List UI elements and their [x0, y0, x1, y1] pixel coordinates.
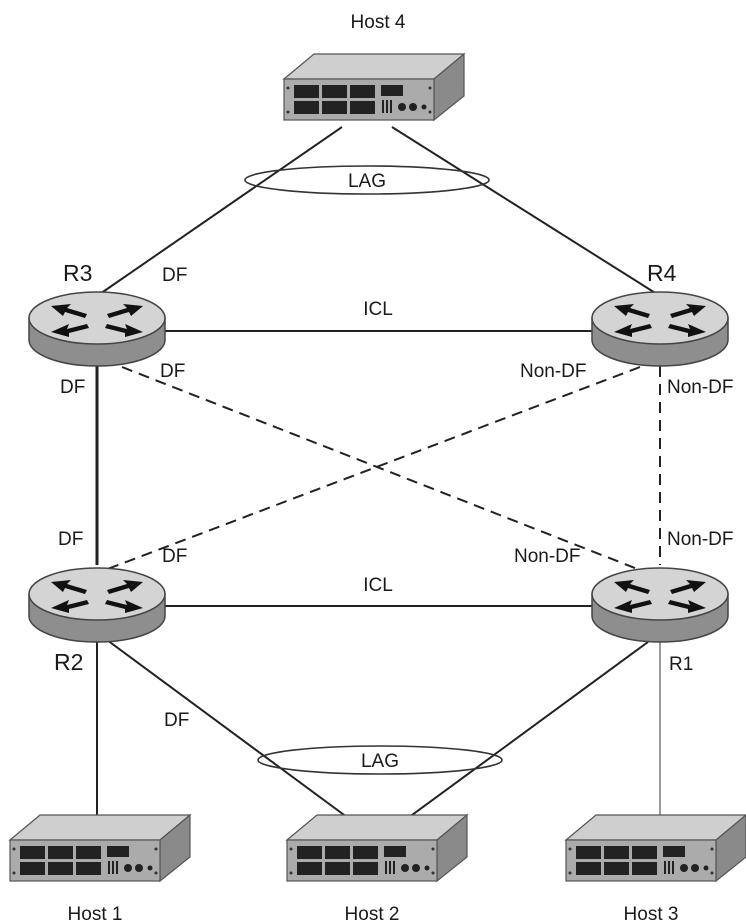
icl-label-top: ICL — [363, 299, 393, 320]
host2-icon — [286, 814, 468, 882]
lag-label-bottom: LAG — [361, 751, 399, 772]
role-r3-diag: DF — [160, 361, 185, 382]
host1-label: Host 1 — [68, 904, 123, 924]
host3-label: Host 3 — [624, 904, 679, 924]
role-r1-up: Non-DF — [667, 529, 734, 550]
role-r3-left: DF — [60, 377, 85, 398]
router-r4-label: R4 — [647, 260, 677, 286]
link-host4-r4 — [391, 126, 661, 297]
link-r1-host2 — [377, 641, 649, 841]
router-r2-icon — [28, 567, 166, 643]
link-r2-host2 — [106, 639, 379, 841]
router-r1-icon — [591, 567, 729, 643]
router-r3-label: R3 — [63, 260, 92, 286]
link-r4-r2-dashed — [104, 366, 641, 571]
link-r3-r1-dashed — [121, 366, 641, 571]
role-r2-host2: DF — [164, 710, 189, 731]
role-r2-up: DF — [58, 529, 83, 550]
router-r1-label: R1 — [669, 654, 693, 675]
lag-label-top: LAG — [348, 171, 386, 192]
host4-icon — [283, 53, 465, 121]
lag-ellipse-bottom — [257, 745, 503, 775]
role-r4-diag: Non-DF — [520, 361, 587, 382]
host3-icon — [565, 814, 746, 882]
role-r1-diag: Non-DF — [514, 546, 581, 567]
links-layer — [95, 126, 661, 841]
link-host4-r3 — [96, 126, 343, 297]
role-r3-host4: DF — [162, 265, 187, 286]
router-r2-label: R2 — [54, 649, 83, 675]
host2-label: Host 2 — [345, 904, 400, 924]
labels-layer: Host 4 Host 1 Host 2 Host 3 R3 R4 R2 R1 … — [54, 12, 734, 924]
host1-icon — [9, 814, 191, 882]
icl-label-bottom: ICL — [363, 575, 393, 596]
host4-label: Host 4 — [351, 12, 406, 33]
router-r3-icon — [28, 291, 166, 367]
role-r4-right: Non-DF — [667, 377, 734, 398]
role-r2-diag: DF — [162, 546, 187, 567]
lag-ellipse-top — [244, 165, 490, 195]
router-r4-icon — [591, 291, 729, 367]
